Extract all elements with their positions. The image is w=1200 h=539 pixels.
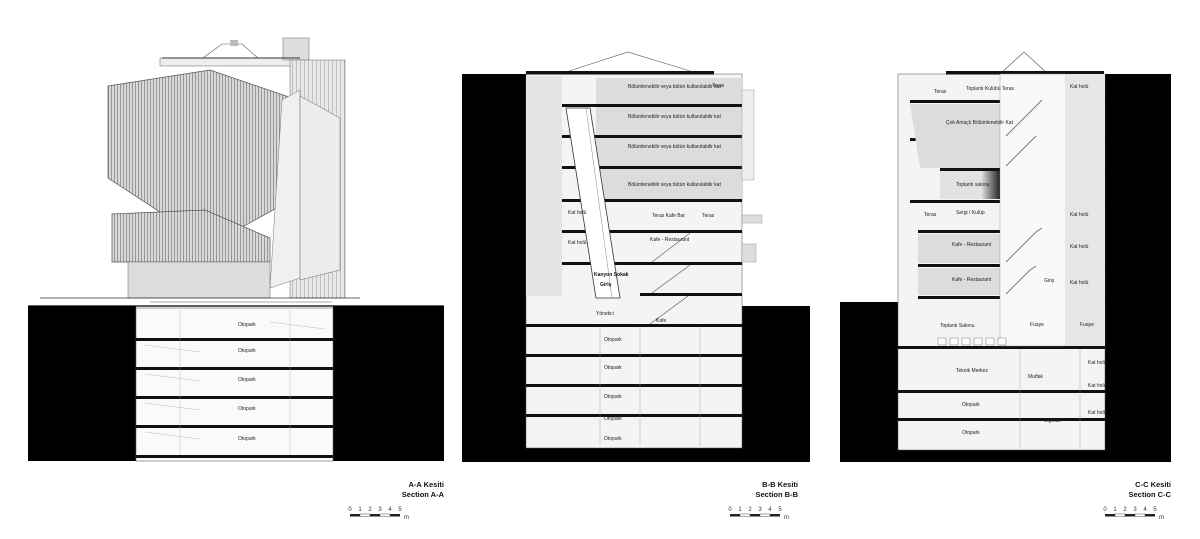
section-b-b: Bölümlenebilir veya bütün kullanılabilir… [462, 51, 810, 462]
room-label: Kat holü [1088, 360, 1107, 366]
room-label: Kat holü [1070, 84, 1089, 90]
room-label: Bölümlenebilir veya bütün kullanılabilir… [628, 84, 721, 90]
room-label: Otopark [604, 416, 622, 422]
room-label: Otopark [238, 436, 256, 442]
scale-tick: 5 [1153, 507, 1157, 513]
room-label: Kafe [656, 318, 667, 324]
section-a-a: Otopark Otopark Otopark Otopark Otopark [28, 37, 444, 462]
facade-elevation [40, 37, 360, 303]
upper-floors [526, 78, 742, 417]
room-label: Yönetici [596, 311, 614, 317]
ground-mass-lower [840, 448, 1171, 462]
room-label: Sergi / Kulüp [956, 210, 985, 216]
room-label: Fuaye [1080, 322, 1094, 328]
ground-mass-left [28, 306, 136, 461]
scale-bar: 0 1 2 3 4 5 m [1103, 507, 1164, 521]
scale-unit: m [784, 515, 789, 521]
scale-tick: 5 [398, 507, 402, 513]
room-label: Teras Kafe Bar [652, 213, 685, 219]
room-label: Kat holü [568, 240, 587, 246]
room-label: Otopark [604, 365, 622, 371]
title-block-c-c: C-C Kesiti Section C-C 0 1 2 3 4 5 m [1103, 480, 1171, 521]
room-label: Kat holü [1070, 212, 1089, 218]
scale-unit: m [1159, 515, 1164, 521]
scale-unit: m [404, 515, 409, 521]
room-label: Sığınak [1044, 418, 1061, 424]
ground-mass-right [742, 306, 810, 462]
scale-tick: 2 [368, 507, 372, 513]
room-label: Teras [924, 212, 937, 218]
scale-tick: 1 [1113, 507, 1117, 513]
ground-mass-right [1105, 74, 1171, 462]
room-label: Çok Amaçlı Bölümlenebilir Kat [946, 120, 1014, 126]
scale-bar: 0 1 2 3 4 5 m [728, 507, 789, 521]
scale-tick: 4 [1143, 507, 1147, 513]
scale-tick: 1 [738, 507, 742, 513]
room-label: Otopark [238, 322, 256, 328]
scale-tick: 4 [388, 507, 392, 513]
section-title-en: Section C-C [1128, 490, 1171, 499]
room-label: Kat holü [568, 210, 587, 216]
ground-mass-right [333, 306, 444, 461]
room-label: Giriş [1044, 278, 1055, 284]
room-label: Toplantı Salonu [940, 323, 975, 329]
scale-tick: 5 [778, 507, 782, 513]
room-label: Kat holü [1088, 383, 1107, 389]
scale-tick: 2 [748, 507, 752, 513]
title-block-a-a: A-A Kesiti Section A-A 0 1 2 3 4 5 m [348, 480, 444, 521]
room-label: Otopark [604, 394, 622, 400]
room-label: Kafe - Restaurant [952, 242, 992, 248]
scale-tick: 3 [758, 507, 762, 513]
room-label: Teras [712, 83, 725, 89]
room-label: Bölümlenebilir veya bütün kullanılabilir… [628, 144, 721, 150]
room-label: Fuaye [1030, 322, 1044, 328]
ground-mass-left [462, 74, 526, 462]
room-label: Teras [702, 213, 715, 219]
scale-bar: 0 1 2 3 4 5 m [348, 507, 409, 521]
room-label: Toplantı Kulübü Teras [966, 86, 1014, 92]
room-label: Otopark [238, 348, 256, 354]
scale-tick: 1 [358, 507, 362, 513]
scale-tick: 2 [1123, 507, 1127, 513]
ground-mass-lower [462, 446, 810, 462]
ground-mass-left [840, 302, 898, 462]
room-label: Kafe - Restaurant [952, 277, 992, 283]
room-label: Kat holü [1070, 280, 1089, 286]
section-c-c: Teras Toplantı Kulübü Teras Çok Amaçlı B… [840, 51, 1171, 462]
room-label: Otopark [238, 377, 256, 383]
scale-tick: 3 [378, 507, 382, 513]
scale-tick: 0 [728, 507, 732, 513]
room-label: Bölümlenebilir veya bütün kullanılabilir… [628, 182, 721, 188]
room-label: Kafe - Restaurant [650, 237, 690, 243]
room-label: Kat holü [1088, 410, 1107, 416]
scale-tick: 0 [1103, 507, 1107, 513]
room-label: Otopark [962, 402, 980, 408]
scale-tick: 4 [768, 507, 772, 513]
room-label: Giriş [600, 282, 612, 288]
section-title-tr: A-A Kesiti [408, 480, 444, 489]
room-label: Mutfak [1028, 374, 1044, 380]
scale-tick: 3 [1133, 507, 1137, 513]
room-label: Bölümlenebilir veya bütün kullanılabilir… [628, 114, 721, 120]
room-label: Otopark [604, 337, 622, 343]
scale-tick: 0 [348, 507, 352, 513]
room-label: Kat holü [1070, 244, 1089, 250]
room-label: Teknik Merkez [956, 368, 988, 374]
room-label: Otopark [604, 436, 622, 442]
section-title-en: Section A-A [402, 490, 445, 499]
section-title-tr: C-C Kesiti [1135, 480, 1171, 489]
basement-parking: Otopark Otopark Otopark Otopark Otopark [135, 307, 334, 462]
title-block-b-b: B-B Kesiti Section B-B 0 1 2 3 4 5 m [728, 480, 798, 521]
room-label: Teras [934, 89, 947, 95]
section-title-en: Section B-B [755, 490, 798, 499]
room-label: Kanyon Sokak [594, 272, 629, 278]
section-title-tr: B-B Kesiti [762, 480, 798, 489]
room-label: Otopark [962, 430, 980, 436]
room-label: Toplantı salonu [956, 182, 990, 188]
room-label: Otopark [238, 406, 256, 412]
